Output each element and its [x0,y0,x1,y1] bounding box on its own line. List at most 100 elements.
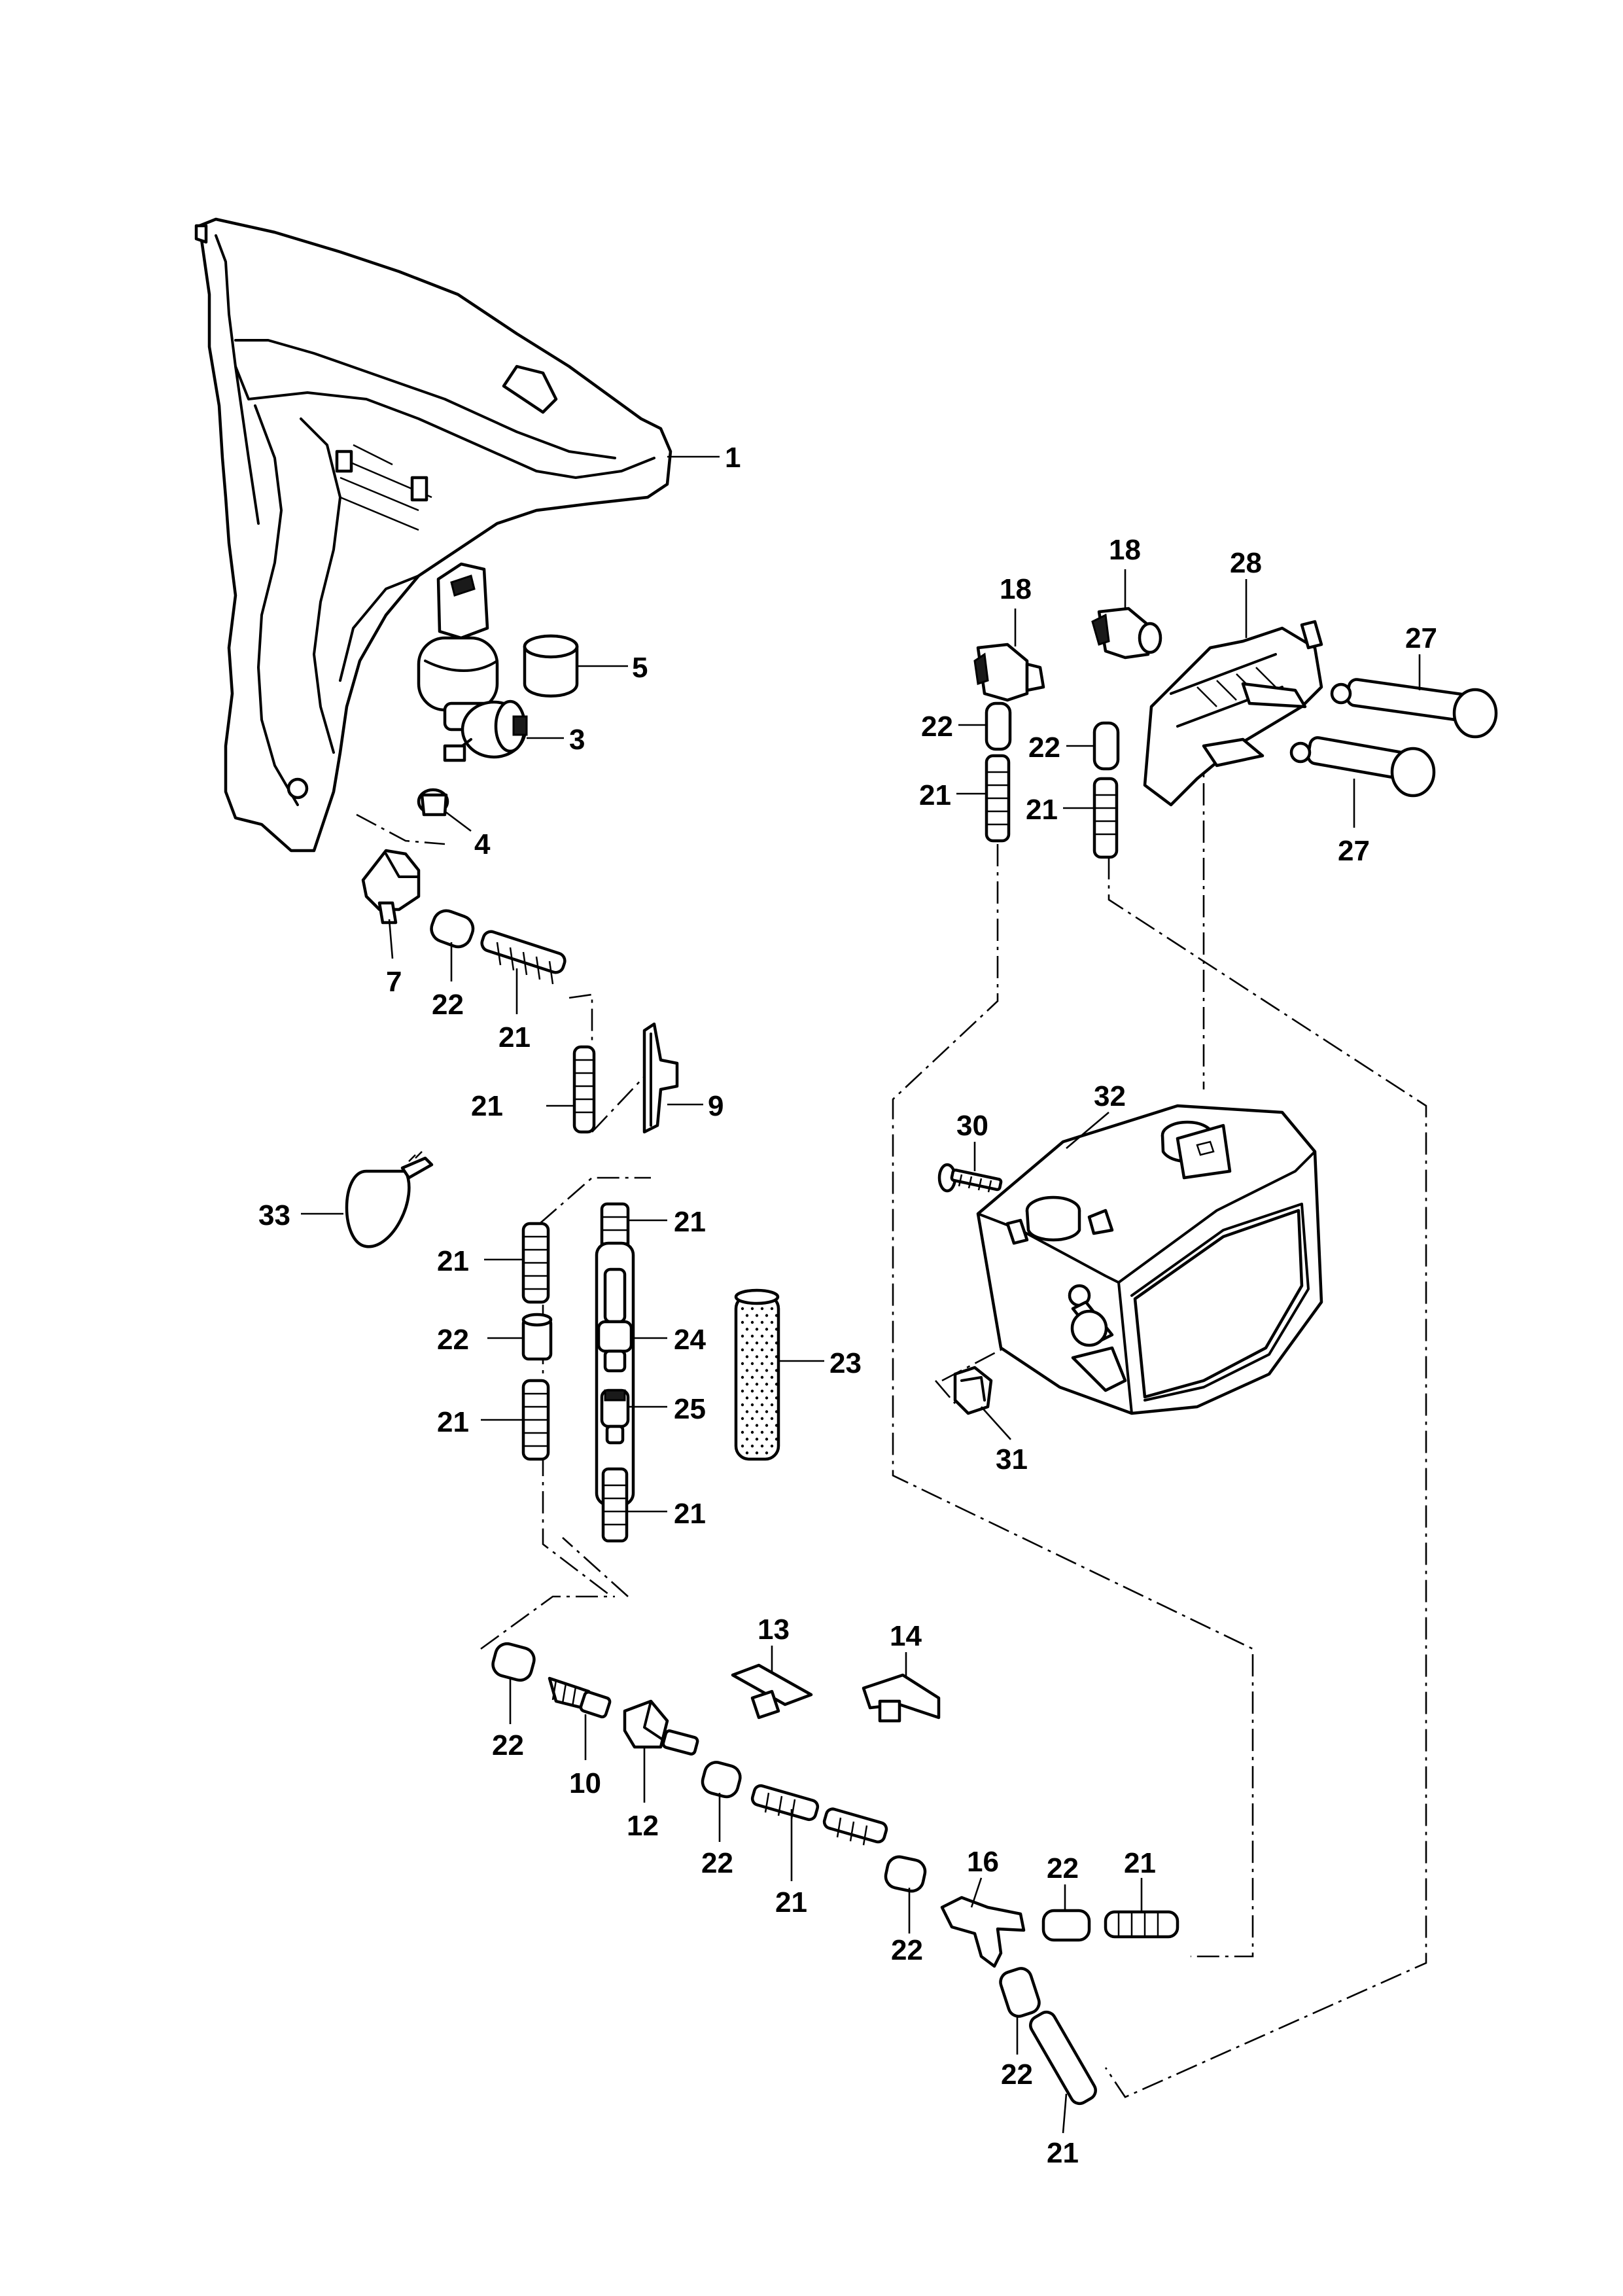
perforation-dot [745,1341,749,1345]
grommet [417,788,449,817]
callout-21-h: 21 [1124,1847,1156,1879]
callout-21-i: 21 [1047,2137,1079,2169]
perforation-dot [775,1383,778,1386]
hose-sleeve [1092,721,1120,771]
perforation-dot [745,1424,749,1427]
callout-21-g: 21 [775,1886,807,1918]
hose-section [480,930,567,985]
perforation-dot [765,1341,769,1345]
perforation-dot [750,1389,754,1393]
callout-22-a: 22 [432,989,464,1021]
perforation-dot [770,1320,774,1324]
perforation-dot [741,1362,744,1366]
callout-1: 1 [725,442,741,474]
callout-22-i: 22 [1028,732,1060,764]
perforation-dot [775,1328,778,1331]
callout-4: 4 [474,828,491,860]
callout-23: 23 [829,1347,862,1379]
callout-24: 24 [674,1324,706,1356]
leader-21i [1062,2093,1068,2134]
perforation-dot [760,1348,764,1352]
perforation-dot [741,1348,744,1352]
perforation-dot [765,1355,769,1358]
perforation-dot [755,1451,759,1455]
perforation-dot [750,1417,754,1421]
quick-connector [548,1676,612,1719]
callout-13: 13 [758,1614,790,1646]
callout-21-j: 21 [919,779,951,811]
hose-sleeve [521,1313,553,1361]
hose-section [985,754,1011,843]
callout-33: 33 [258,1199,290,1231]
callout-28: 28 [1230,547,1262,579]
callout-27-a: 27 [1405,622,1437,654]
hose-section [1104,1910,1179,1939]
hose-adapter [600,1388,630,1445]
perforation-dot [741,1389,744,1393]
callout-32: 32 [1094,1080,1126,1112]
perforation-dot [770,1389,774,1393]
perforation-dot [741,1307,744,1311]
callout-21-k: 21 [1026,794,1058,826]
perforation-dot [760,1320,764,1324]
perforation-dot [765,1410,769,1413]
callout-9: 9 [708,1090,724,1122]
perforation-dot [770,1362,774,1366]
perforation-dot [765,1396,769,1400]
pin-27-lower [1289,736,1436,798]
perforation-dot [741,1444,744,1448]
perforation-dot [760,1417,764,1421]
perforation-dot [760,1375,764,1379]
perforation-dot [745,1438,749,1441]
perforation-dot [755,1341,759,1345]
perforation-dot [745,1410,749,1413]
leader-31 [981,1406,1011,1440]
callout-22-g: 22 [1001,2058,1033,2091]
hose-section [1029,2010,1097,2106]
perforation-dot [745,1355,749,1358]
perforation-dot [775,1314,778,1317]
perforation-dot [741,1334,744,1338]
perforation-dot [770,1375,774,1379]
hose-section [572,1045,596,1134]
callout-3: 3 [569,724,585,756]
perforation-dot [750,1348,754,1352]
perforation-dot [745,1383,749,1386]
perforation-dot [775,1396,778,1400]
perforation-dot [760,1389,764,1393]
callout-18-b: 18 [1109,534,1141,566]
perforation-dot [750,1403,754,1407]
perforation-dot [755,1438,759,1441]
callout-22-h: 22 [921,711,953,743]
perforation-dot [770,1348,774,1352]
perforation-dot [770,1403,774,1407]
perforation-dot [750,1320,754,1324]
hose-section [1092,777,1119,859]
callout-21-a: 21 [498,1021,531,1053]
hose-sleeve [999,1967,1041,2018]
washer-pump [417,562,528,762]
leader-16 [970,1877,983,1908]
perforation-dot [765,1438,769,1441]
callout-12: 12 [627,1810,659,1842]
perforation-dot [755,1410,759,1413]
leader-4 [444,810,472,832]
callout-labels: 1 3 4 5 7 22 21 21 9 33 21 22 21 21 24 2… [258,442,1437,2169]
clip-nut [953,1366,993,1415]
callout-30: 30 [956,1110,988,1142]
callout-5: 5 [632,652,648,684]
leader-7 [388,919,394,959]
perforation-dot [741,1375,744,1379]
callout-21-d: 21 [437,1406,469,1438]
hose-sleeve [491,1642,536,1682]
perforation-dot [755,1369,759,1372]
perforation-dot [770,1430,774,1434]
perforation-dot [750,1430,754,1434]
perforation-dot [760,1334,764,1338]
callout-21-b: 21 [471,1090,503,1122]
perforation-dot [745,1451,749,1455]
callout-22-b: 22 [437,1324,469,1356]
perforation-dot [775,1355,778,1358]
hose-clip-14 [862,1673,941,1723]
pin-27-upper [1330,678,1498,739]
